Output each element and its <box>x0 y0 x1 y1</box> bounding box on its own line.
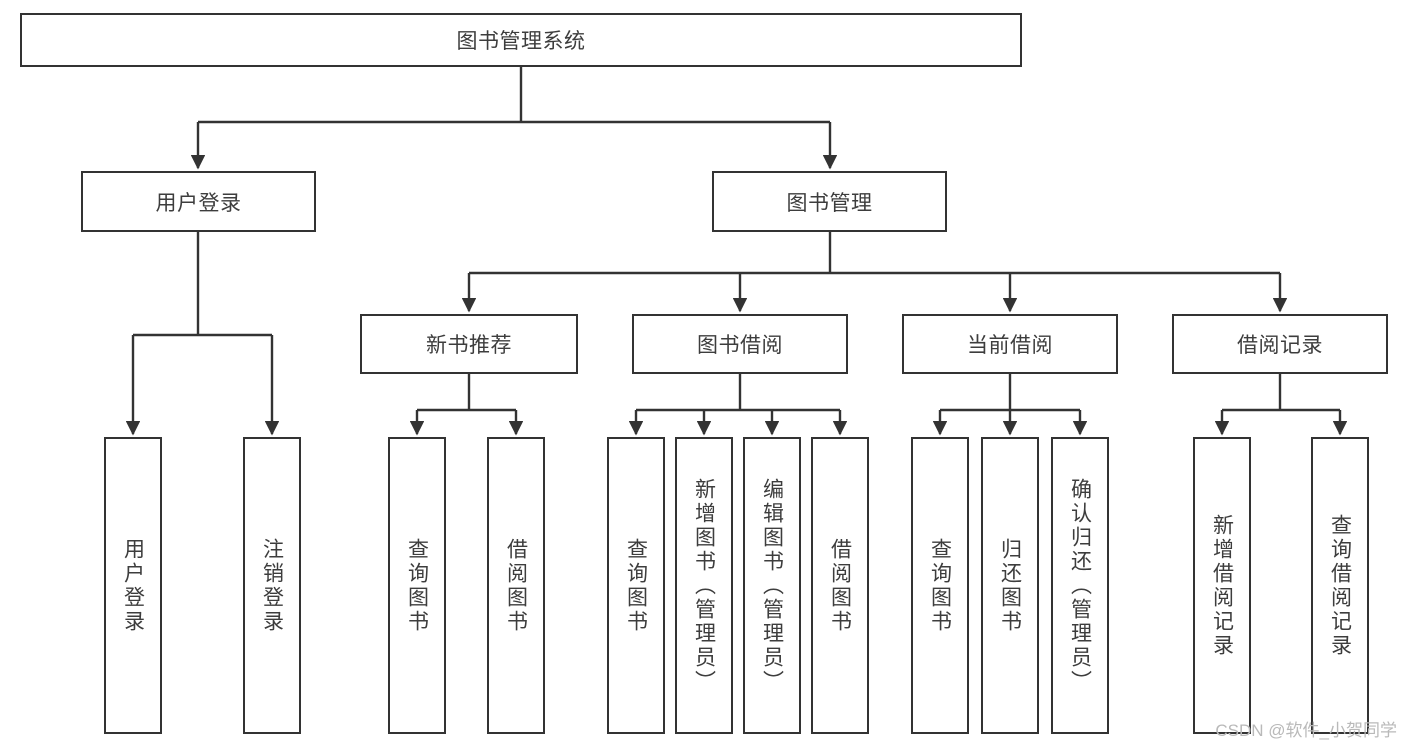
node-leaf-user-login-label: 用户登录 <box>121 537 145 634</box>
node-leaf-add-book[interactable]: 新增图书（管理员） <box>675 437 733 734</box>
node-leaf-confirm-return-label: 确认归还（管理员） <box>1068 477 1092 694</box>
node-leaf-borrow-book[interactable]: 借阅图书 <box>811 437 869 734</box>
node-leaf-edit-book[interactable]: 编辑图书（管理员） <box>743 437 801 734</box>
node-leaf-borrow-book-rec-label: 借阅图书 <box>504 537 528 634</box>
node-borrow-record[interactable]: 借阅记录 <box>1172 314 1388 374</box>
node-leaf-query-book-borrow[interactable]: 查询图书 <box>607 437 665 734</box>
node-new-book-rec-label: 新书推荐 <box>426 334 512 357</box>
node-leaf-add-book-label: 新增图书（管理员） <box>692 477 716 694</box>
node-root-label: 图书管理系统 <box>456 30 586 53</box>
node-leaf-add-record[interactable]: 新增借阅记录 <box>1193 437 1251 734</box>
node-leaf-add-record-label: 新增借阅记录 <box>1210 513 1234 658</box>
node-leaf-query-record[interactable]: 查询借阅记录 <box>1311 437 1369 734</box>
node-leaf-return-book-label: 归还图书 <box>998 537 1022 634</box>
node-leaf-return-book[interactable]: 归还图书 <box>981 437 1039 734</box>
node-leaf-query-record-label: 查询借阅记录 <box>1328 513 1352 658</box>
node-borrow-record-label: 借阅记录 <box>1237 334 1323 357</box>
node-new-book-rec[interactable]: 新书推荐 <box>360 314 578 374</box>
node-leaf-query-book-borrow-label: 查询图书 <box>624 537 648 634</box>
node-leaf-logout-login[interactable]: 注销登录 <box>243 437 301 734</box>
node-leaf-logout-login-label: 注销登录 <box>260 537 284 634</box>
node-book-manage[interactable]: 图书管理 <box>712 171 947 232</box>
node-book-borrow[interactable]: 图书借阅 <box>632 314 848 374</box>
node-current-borrow[interactable]: 当前借阅 <box>902 314 1118 374</box>
node-leaf-query-book-current[interactable]: 查询图书 <box>911 437 969 734</box>
node-root[interactable]: 图书管理系统 <box>20 13 1022 67</box>
node-user-login-label: 用户登录 <box>155 191 242 215</box>
node-user-login[interactable]: 用户登录 <box>81 171 316 232</box>
node-book-borrow-label: 图书借阅 <box>697 334 783 357</box>
node-leaf-confirm-return[interactable]: 确认归还（管理员） <box>1051 437 1109 734</box>
node-leaf-borrow-book-label: 借阅图书 <box>828 537 852 634</box>
node-book-manage-label: 图书管理 <box>786 191 873 215</box>
node-leaf-borrow-book-rec[interactable]: 借阅图书 <box>487 437 545 734</box>
node-leaf-query-book-rec[interactable]: 查询图书 <box>388 437 446 734</box>
node-leaf-edit-book-label: 编辑图书（管理员） <box>760 477 784 694</box>
node-leaf-query-book-rec-label: 查询图书 <box>405 537 429 634</box>
node-leaf-user-login[interactable]: 用户登录 <box>104 437 162 734</box>
node-leaf-query-book-current-label: 查询图书 <box>928 537 952 634</box>
node-current-borrow-label: 当前借阅 <box>967 334 1053 357</box>
